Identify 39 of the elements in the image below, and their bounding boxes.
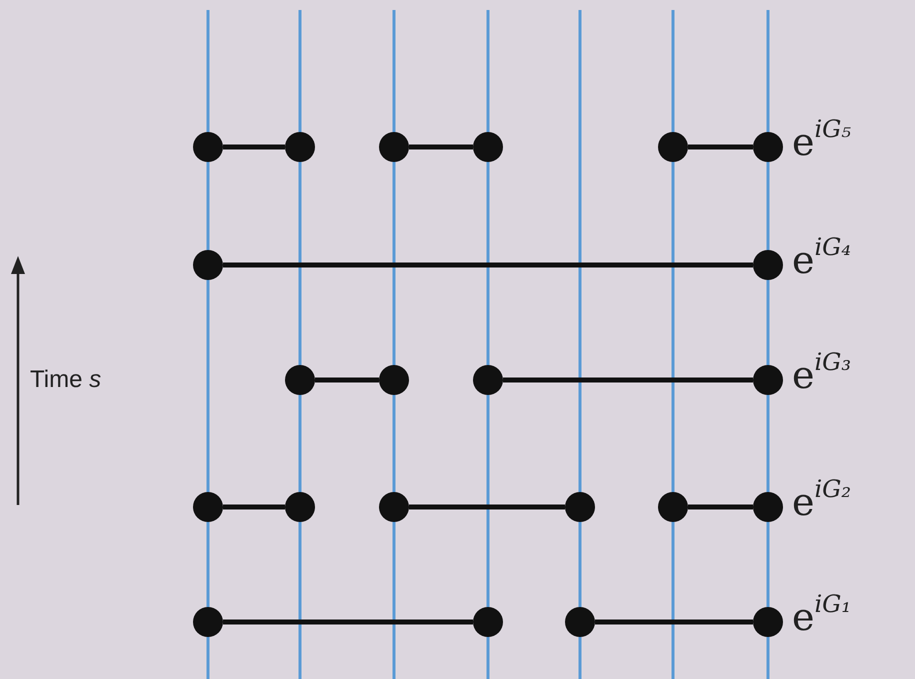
gate-label: e$^{iG₄}$: [792, 238, 851, 282]
node-dot: [379, 132, 409, 162]
node-dot: [658, 132, 688, 162]
node-dot: [193, 250, 223, 280]
connector-line: [503, 378, 753, 382]
connector-line: [688, 504, 753, 510]
node-dot: [753, 492, 783, 522]
node-dot: [753, 250, 783, 280]
node-dot: [379, 492, 409, 522]
node-dot: [753, 365, 783, 395]
node-dot: [473, 132, 503, 162]
connector-line: [223, 262, 753, 268]
gate-label: e$^{iG₂}$: [792, 480, 851, 524]
node-dot: [473, 365, 503, 395]
connector-line: [223, 144, 285, 150]
node-dot: [658, 492, 688, 522]
node-dot: [565, 492, 595, 522]
node-dot: [379, 365, 409, 395]
connector-line: [688, 144, 753, 150]
node-dot: [285, 492, 315, 522]
gate-label: e$^{iG₅}$: [792, 120, 851, 164]
node-dot: [565, 607, 595, 637]
node-dot: [193, 132, 223, 162]
node-dot: [753, 607, 783, 637]
connector-line: [223, 620, 473, 624]
connector-line: [315, 378, 379, 382]
gate-label: e$^{iG₁}$: [792, 594, 851, 639]
node-dot: [285, 132, 315, 162]
node-dot: [285, 365, 315, 395]
node-dot: [753, 132, 783, 162]
gate-label: e$^{iG₃}$: [792, 352, 851, 397]
node-dot: [193, 492, 223, 522]
node-dot: [193, 607, 223, 637]
connector-line: [409, 144, 473, 150]
connector-line: [595, 620, 753, 624]
connector-line: [223, 504, 285, 510]
connector-line: [409, 504, 565, 510]
node-dot: [473, 607, 503, 637]
axis-label: Time s: [30, 366, 102, 394]
